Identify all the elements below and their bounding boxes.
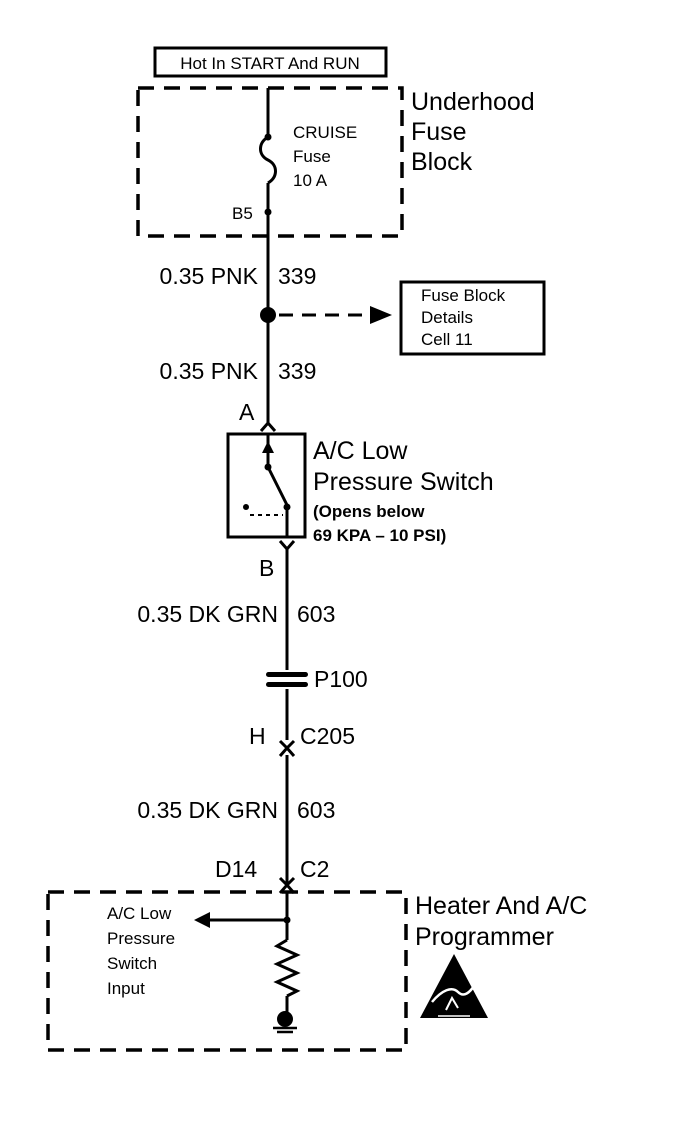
fuse-name: CRUISE — [293, 123, 357, 142]
reference-arrow-head — [370, 306, 392, 324]
wire-2-gauge-color: 0.35 PNK — [160, 358, 259, 384]
wire-4-gauge-color: 0.35 DK GRN — [137, 797, 278, 823]
connector-c205-pin: H — [249, 723, 266, 749]
splice-label: P100 — [314, 666, 368, 692]
programmer-input-line-3: Switch — [107, 954, 157, 973]
wire-3-gauge-color: 0.35 DK GRN — [137, 601, 278, 627]
programmer-title-line-1: Heater And A/C — [415, 892, 587, 920]
fuse-symbol — [259, 135, 277, 185]
connector-c2-name: C2 — [300, 856, 329, 882]
switch-pin-b: B — [259, 555, 274, 581]
reference-line-1: Fuse Block — [421, 286, 506, 305]
splice-p100 — [266, 672, 308, 687]
fuse-terminal-label: B5 — [232, 204, 253, 223]
reference-line-3: Cell 11 — [421, 330, 473, 349]
fuse-rating: 10 A — [293, 171, 328, 190]
switch-note-line-2: 69 KPA – 10 PSI) — [313, 526, 446, 545]
switch-title-line-2: Pressure Switch — [313, 468, 494, 496]
switch-title-line-1: A/C Low — [313, 437, 408, 465]
splice-dot — [260, 307, 276, 323]
pullup-resistor — [273, 938, 301, 998]
wire-2-circuit: 339 — [278, 358, 316, 384]
switch-pin-a: A — [239, 399, 255, 425]
connector-b-symbol — [278, 540, 296, 552]
wire-4-circuit: 603 — [297, 797, 335, 823]
programmer-input-line-4: Input — [107, 979, 145, 998]
ac-low-pressure-switch — [226, 432, 307, 539]
esd-sensitive-icon — [420, 954, 488, 1018]
wire-1-circuit: 339 — [278, 263, 316, 289]
connector-a-symbol — [259, 420, 277, 432]
fuse-block-title-line-2: Fuse — [411, 118, 467, 146]
heater-ac-programmer — [46, 890, 408, 1052]
wire-1-gauge-color: 0.35 PNK — [160, 263, 259, 289]
fuse-block-title-line-1: Underhood — [411, 88, 535, 116]
connector-c2-pin: D14 — [215, 856, 257, 882]
connector-c205-symbol-bottom — [278, 745, 296, 757]
programmer-input-arrow — [194, 912, 210, 928]
power-label: Hot In START And RUN — [153, 46, 388, 78]
underhood-fuse-block: Underhood Fuse Block — [136, 86, 535, 238]
switch-note-line-1: (Opens below — [313, 502, 425, 521]
fuse-block-title-line-3: Block — [411, 148, 473, 176]
programmer-input-line-1: A/C Low — [107, 904, 172, 923]
reference-line-2: Details — [421, 308, 473, 327]
wire-3-circuit: 603 — [297, 601, 335, 627]
reference-box: Fuse Block Details Cell 11 — [399, 280, 546, 356]
fuse-type: Fuse — [293, 147, 331, 166]
connector-c205-name: C205 — [300, 723, 355, 749]
ground-icon — [273, 1011, 297, 1034]
programmer-input-line-2: Pressure — [107, 929, 175, 948]
programmer-title-line-2: Programmer — [415, 923, 554, 951]
power-label-text: Hot In START And RUN — [180, 54, 360, 73]
